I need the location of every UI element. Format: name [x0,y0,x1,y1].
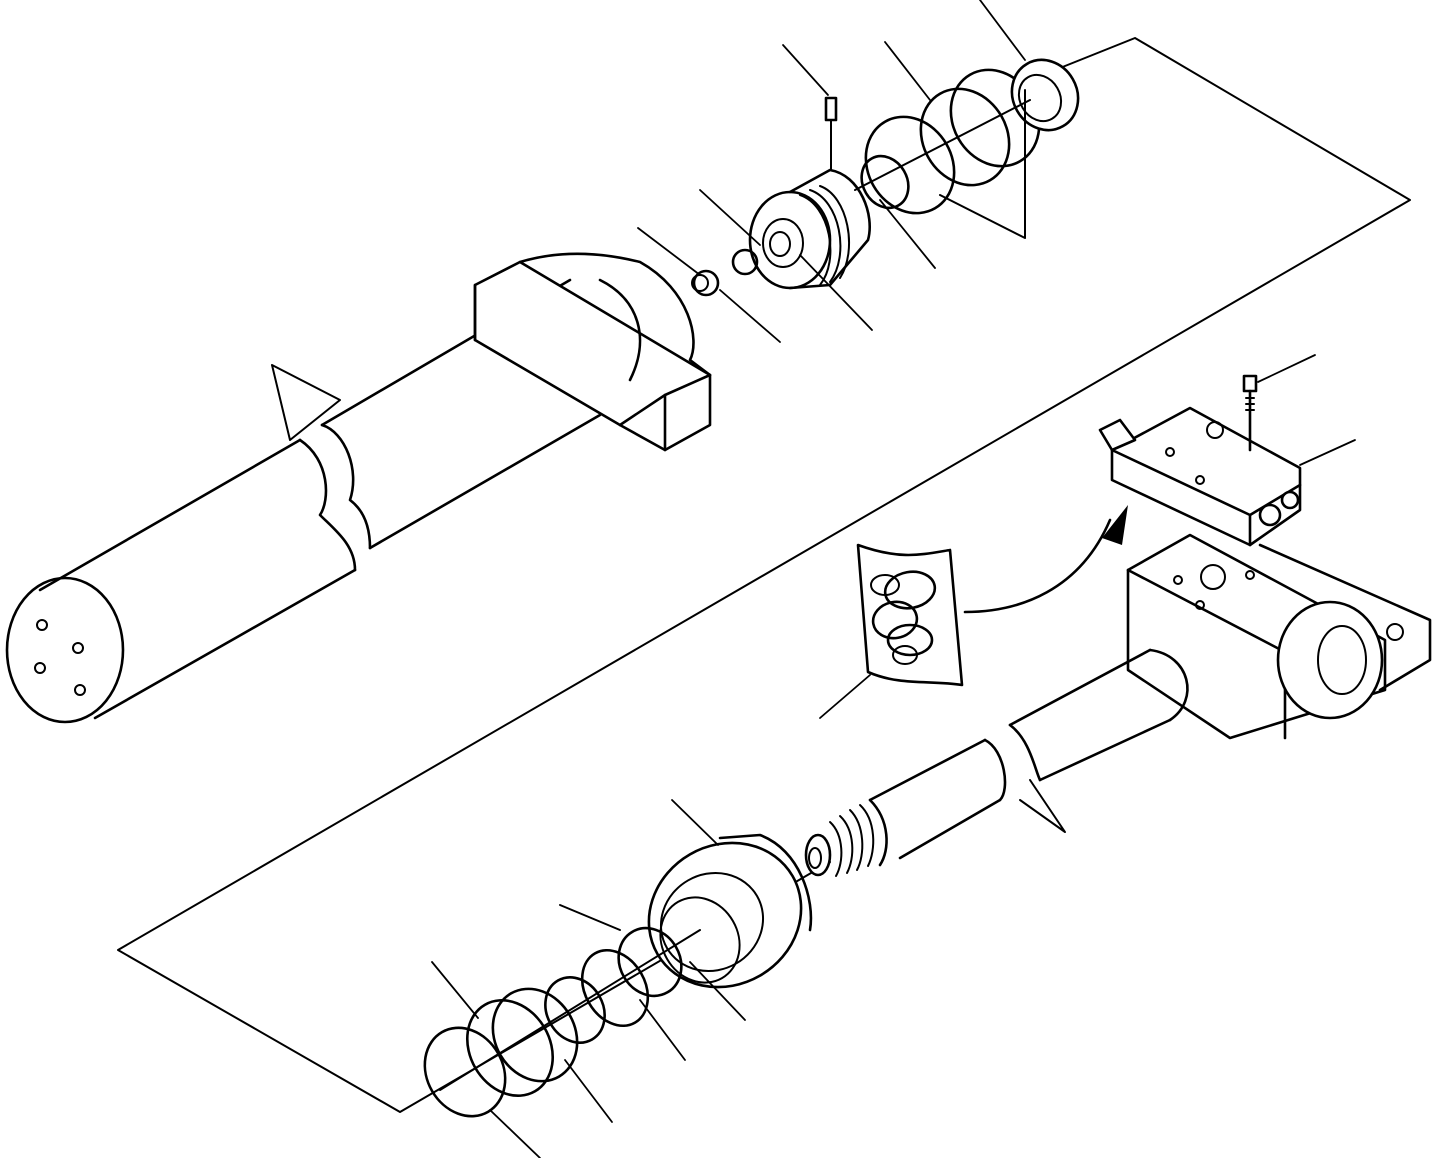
upper-seal-rings [854,58,1080,215]
leader-lines [431,0,1356,1158]
barrel-end-cap [5,576,125,724]
seal-kit-sketch [856,543,964,687]
cylinder-barrel [5,252,712,724]
lower-seal-rings [423,926,701,1118]
assembly-arrow [963,505,1128,614]
mounting-block [1126,533,1432,740]
valve-block [1098,374,1302,547]
gland [647,833,813,989]
piston-rod [804,648,1189,877]
piston-assembly [691,96,871,297]
